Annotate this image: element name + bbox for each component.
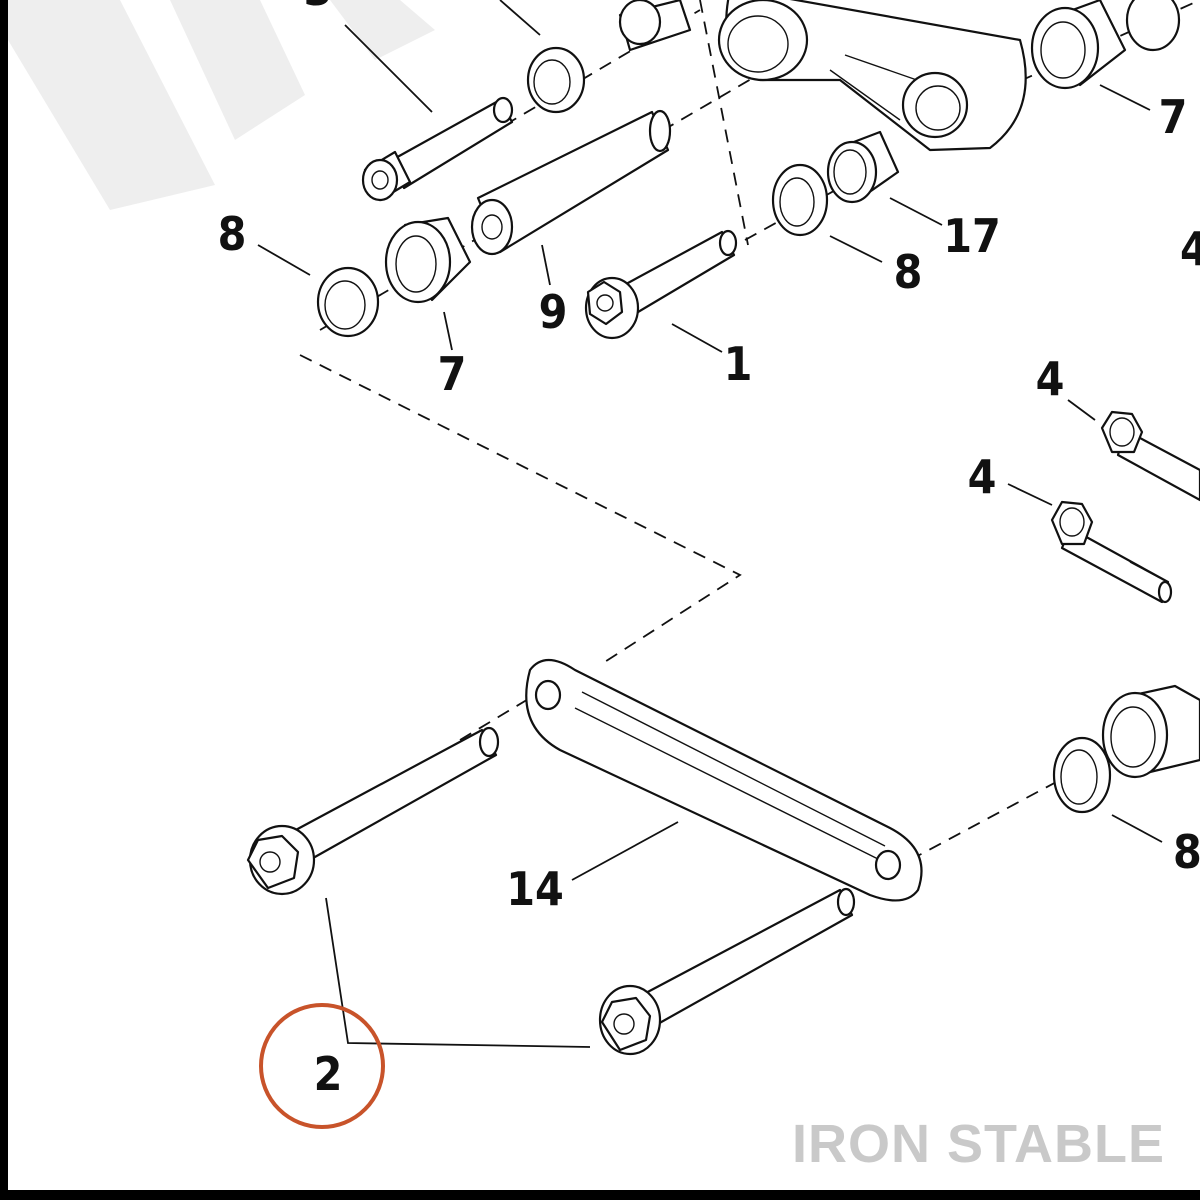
callout-2: 2 xyxy=(314,1047,343,1101)
hex-bolt-lower xyxy=(1050,500,1173,604)
long-bolt-lower xyxy=(598,887,856,1056)
background-stripes xyxy=(8,0,435,210)
left-bushing xyxy=(384,216,472,304)
long-sleeve xyxy=(470,109,672,256)
lower-right-bushing xyxy=(1101,684,1200,779)
callout-8-lower-right: 8 xyxy=(1173,825,1200,879)
callout-9: 9 xyxy=(539,285,568,339)
callout-labels: 3 8 7 9 1 17 8 7 4 4 4 14 8 2 xyxy=(218,0,1200,1101)
top-right-bushing xyxy=(1030,0,1181,90)
callout-4-lower: 4 xyxy=(968,450,997,504)
link-plate-14 xyxy=(525,658,923,902)
highlight-circle xyxy=(259,1003,385,1129)
leader-lines xyxy=(257,0,1163,1048)
callout-1: 1 xyxy=(724,337,753,391)
callout-4-right-edge: 4 xyxy=(1180,222,1200,276)
hex-bolt-upper xyxy=(1100,410,1200,502)
callout-7-left: 7 xyxy=(438,347,467,401)
upper-linkage xyxy=(717,0,1027,152)
long-bolt-upper xyxy=(246,726,500,896)
iron-stable-watermark: IRON STABLE xyxy=(792,1114,1165,1174)
callout-7-top-right: 7 xyxy=(1159,90,1188,144)
lower-right-washer xyxy=(1052,736,1112,814)
left-washer xyxy=(316,266,380,338)
bushing-17 xyxy=(826,130,900,204)
flange-bolt-1 xyxy=(584,229,738,340)
callout-17: 17 xyxy=(943,209,1001,263)
callout-4-upper: 4 xyxy=(1036,352,1065,406)
top-bushing xyxy=(618,0,692,52)
callout-8-left: 8 xyxy=(218,207,247,261)
assembly-dash-lines xyxy=(299,0,1200,861)
callout-8-mid: 8 xyxy=(894,245,923,299)
callout-14: 14 xyxy=(506,862,564,916)
callout-3: 3 xyxy=(304,0,333,16)
middle-washer xyxy=(771,163,829,237)
socket-cap-screw xyxy=(361,96,514,202)
top-washer xyxy=(526,46,586,114)
